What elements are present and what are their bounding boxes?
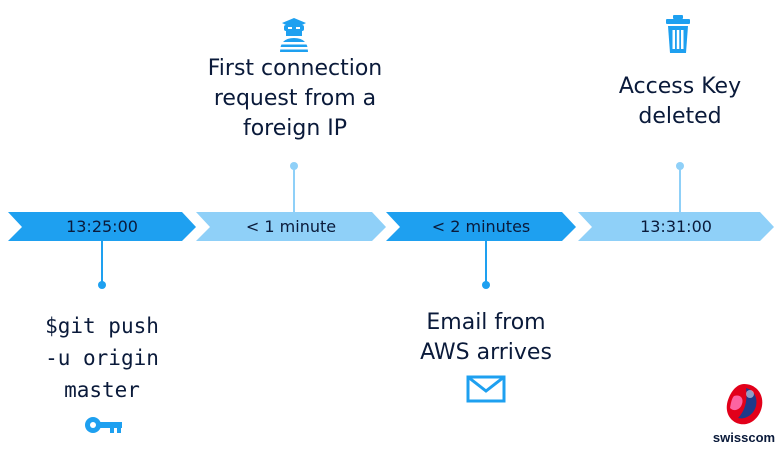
envelope-icon: [466, 375, 506, 403]
timeline-segment-1: [8, 212, 196, 241]
connector-git-push: [98, 241, 106, 289]
event-git-push-text: $git push -u origin master: [45, 314, 159, 402]
connector-aws-email: [482, 241, 490, 289]
brand-name: swisscom: [712, 430, 776, 445]
segment-label-2: < 1 minute: [245, 217, 337, 236]
segment-label-3: < 2 minutes: [431, 217, 531, 236]
event-foreign-ip-text: First connection request from a foreign …: [207, 56, 383, 141]
connector-key-deleted: [676, 162, 684, 212]
key-icon: [85, 417, 122, 433]
timeline-segment-4: [578, 212, 774, 241]
timeline-segment-2: [196, 212, 386, 241]
segment-label-4: 13:31:00: [640, 217, 712, 236]
event-key-deleted-text: Access Key deleted: [618, 74, 742, 129]
trash-icon: [666, 15, 690, 53]
thief-icon: [280, 18, 308, 52]
event-aws-email-text: Email from AWS arrives: [420, 310, 552, 365]
connector-foreign-ip: [290, 162, 298, 212]
swisscom-logo-icon: [726, 384, 763, 425]
segment-label-1: 13:25:00: [66, 217, 138, 236]
timeline-segment-3: [386, 212, 576, 241]
